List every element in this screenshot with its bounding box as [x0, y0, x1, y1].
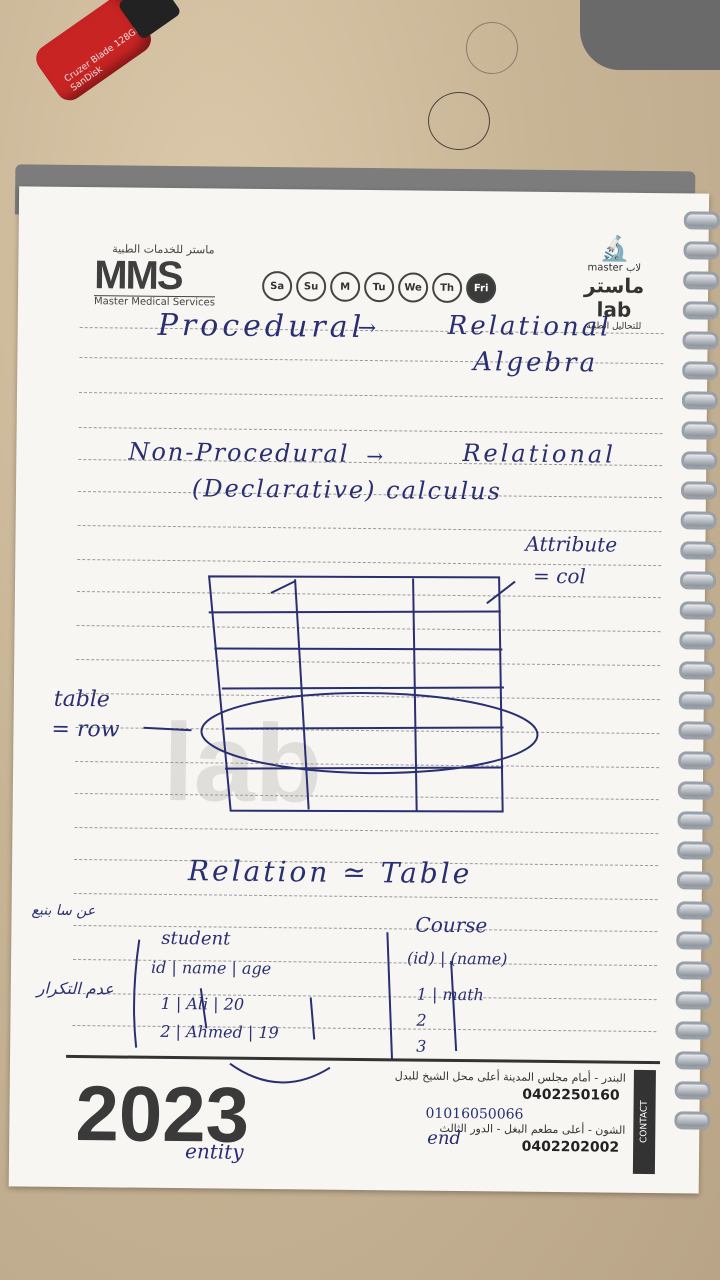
table-sketch [133, 575, 539, 1084]
desk-scribble-circle [428, 92, 490, 150]
notebook-page: lab ماستر للخدمات الطبية MMS Master Medi… [8, 186, 710, 1194]
note-end: end [427, 1127, 462, 1150]
note-relation-table: Relation ≃ Table [187, 854, 473, 891]
notebook: lab ماستر للخدمات الطبية MMS Master Medi… [5, 164, 720, 1199]
note-course-row2: 2 [416, 1010, 427, 1030]
note-student-cols: id | name | age [150, 957, 272, 979]
desk-scribble-circle-2 [466, 22, 518, 74]
note-student-row1: 1 | Ali | 20 [160, 993, 245, 1014]
note-course-cols: (id) | (name) [407, 948, 508, 969]
note-course-row1: 1 | math [416, 984, 485, 1005]
footer-phone-1: 0402250160 [522, 1086, 620, 1104]
note-arabic-2: عدم التكرار [36, 978, 114, 999]
note-course-row3: 3 [416, 1036, 427, 1056]
page-footer: 2023 entity البندر - أمام مجلس المدينة أ… [64, 1054, 661, 1185]
note-student-row2: 2 | Ahmed | 19 [160, 1021, 279, 1043]
note-course: Course [415, 912, 488, 938]
corner-object [580, 0, 720, 70]
note-arabic-1: عن سا بنيع [31, 902, 96, 920]
footer-mobile: 01016050066 [425, 1105, 524, 1123]
note-student: student [161, 927, 231, 950]
note-entity: entity [184, 1139, 244, 1164]
contact-tab: CONTACT [632, 1069, 656, 1175]
footer-phone-2: 0402202002 [521, 1138, 620, 1156]
footer-address-2: الشون - أعلى مطعم البغل - الدور الثالث [439, 1121, 626, 1137]
footer-address-1: البندر - أمام مجلس المدينة أعلى محل الشي… [394, 1069, 626, 1085]
